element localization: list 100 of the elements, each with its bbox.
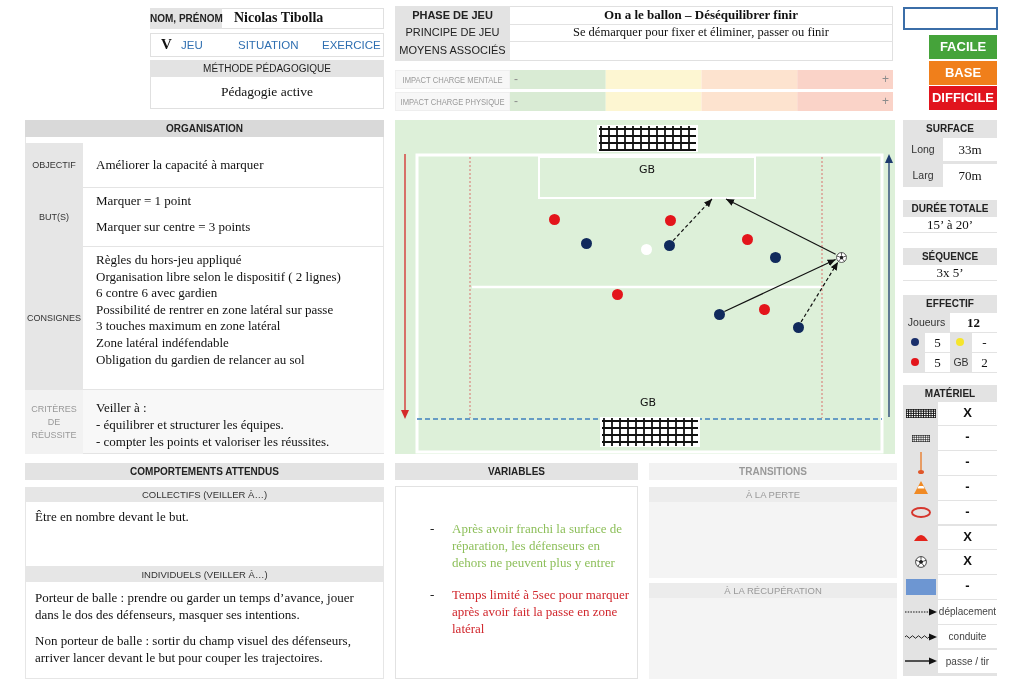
difficulty-label: DIFFICILE bbox=[929, 86, 997, 110]
field-label: MOYENS ASSOCIÉS bbox=[399, 43, 506, 58]
scale-sign: + bbox=[882, 72, 889, 86]
field-value: 3 touches maximum en zone latéral bbox=[96, 318, 281, 335]
field-label: BUT(S) bbox=[25, 188, 83, 247]
legend-label: passe / tir bbox=[938, 649, 997, 674]
table-row bbox=[25, 143, 384, 188]
field-value: Zone latéral indéfendable bbox=[96, 335, 229, 351]
field-value: On a le ballon – Déséquilibrer finir bbox=[604, 7, 798, 23]
ball-icon bbox=[835, 251, 847, 263]
table-row bbox=[25, 188, 384, 247]
player-dot bbox=[758, 303, 770, 315]
list-bullet: - bbox=[430, 520, 435, 537]
field-value: - équilibrer et structurer les équipes. bbox=[96, 417, 284, 433]
paragraph: Temps limité à 5sec pour marquer après avoir fait la passe en zone latéral bbox=[452, 586, 631, 637]
marker-dot bbox=[640, 243, 652, 255]
field-label: PHASE DE JEU bbox=[412, 8, 493, 23]
sub-header: COLLECTIFS (VEILLER À…) bbox=[25, 487, 384, 502]
field-label: CONSIGNES bbox=[25, 247, 83, 390]
field-value: Marquer = 1 point bbox=[96, 193, 192, 209]
field-value: Marquer sur centre = 3 points bbox=[96, 219, 251, 235]
difficulty-label: FACILE bbox=[929, 35, 997, 59]
field-value: Veiller à : bbox=[96, 400, 147, 416]
dashed-arrow bbox=[672, 198, 713, 242]
player-dot bbox=[548, 213, 560, 225]
form-panel bbox=[395, 6, 893, 61]
field-value: 2 bbox=[972, 353, 997, 372]
field-value: Pédagogie active bbox=[221, 84, 313, 100]
info-panel bbox=[903, 200, 997, 233]
field-value: - bbox=[938, 451, 997, 475]
form-row bbox=[395, 92, 893, 111]
legend-label: déplacement bbox=[938, 599, 997, 624]
text-section bbox=[25, 487, 384, 567]
info-panel bbox=[903, 248, 997, 281]
goal-area bbox=[538, 156, 756, 199]
player-dot bbox=[741, 233, 753, 245]
player-dot bbox=[792, 321, 804, 333]
field-value: Nicolas Tibolla bbox=[234, 10, 324, 26]
field-label: IMPACT CHARGE PHYSIQUE bbox=[395, 92, 511, 111]
player-dot bbox=[664, 214, 676, 226]
field-value: X bbox=[938, 550, 997, 575]
scale-sign: - bbox=[514, 94, 518, 108]
field-label: Larg bbox=[912, 168, 934, 183]
behaviour-panel bbox=[25, 463, 384, 679]
sub-header: À LA RÉCUPÉRATION bbox=[649, 583, 897, 598]
field-value: 6 contre 6 avec gardien bbox=[96, 285, 218, 302]
difficulty-label: BASE bbox=[929, 61, 997, 85]
scale-sign: + bbox=[882, 94, 889, 108]
arrow bbox=[725, 198, 837, 255]
section-header: COMPORTEMENTS ATTENDUS bbox=[25, 463, 384, 480]
organisation-panel bbox=[25, 120, 384, 454]
selection-mark: V bbox=[161, 36, 172, 52]
section-header: ORGANISATION bbox=[25, 120, 384, 137]
table-row bbox=[25, 247, 384, 390]
dashed-arrow bbox=[800, 261, 839, 323]
field-value: Améliorer la capacité à marquer bbox=[96, 157, 264, 173]
field-label: OBJECTIF bbox=[25, 143, 83, 188]
field-value: Obligation du gardien de relancer au sol bbox=[96, 351, 305, 368]
option-label: JEU bbox=[181, 38, 203, 52]
field-value: X bbox=[938, 525, 997, 550]
info-panel bbox=[903, 385, 997, 676]
field-value: 3x 5’ bbox=[903, 265, 997, 280]
scale-sign: - bbox=[514, 72, 518, 86]
paragraph: Après avoir franchi la surface de réparation, les défenseurs en dehors ne peuvent plus y entrer bbox=[452, 520, 623, 571]
field-value: 15’ à 20’ bbox=[903, 217, 997, 232]
field-value: 5 bbox=[925, 333, 950, 352]
field-value: 70m bbox=[943, 164, 997, 187]
input-field bbox=[903, 7, 998, 30]
field-value: Se démarquer pour fixer et éliminer, passer ou finir bbox=[573, 24, 829, 40]
field-value: - bbox=[938, 475, 997, 500]
list-bullet: - bbox=[430, 586, 435, 603]
legend-label: conduite bbox=[938, 624, 997, 649]
field-value: 33m bbox=[943, 138, 997, 161]
field-value: - bbox=[972, 333, 997, 352]
text-section bbox=[25, 567, 384, 679]
field-value: 5 bbox=[925, 353, 950, 372]
field-label: GB bbox=[953, 355, 969, 370]
player-dot bbox=[663, 239, 675, 251]
form-row bbox=[150, 8, 384, 29]
field-value: 12 bbox=[950, 313, 997, 332]
field-label: NOM, PRÉNOM bbox=[150, 8, 222, 29]
paragraph: Être en nombre devant le but. bbox=[35, 508, 189, 525]
field-value: - bbox=[938, 426, 997, 451]
player-dot bbox=[713, 308, 725, 320]
player-dot bbox=[769, 251, 781, 263]
field-value: Organisation libre selon le dispositif ( 2 lignes) bbox=[96, 268, 341, 285]
field-label: IMPACT CHARGE MENTALE bbox=[395, 70, 511, 89]
info-panel bbox=[903, 295, 997, 373]
table-row bbox=[25, 390, 384, 454]
player-dot bbox=[611, 288, 623, 300]
field-value: - bbox=[938, 575, 997, 599]
field-value: X bbox=[938, 401, 997, 426]
field-value: Possibilité de rentrer en zone latéral sur passe bbox=[96, 301, 334, 318]
field-label: Long bbox=[911, 142, 935, 157]
field-label: CRITÈRES DE RÉUSSITE bbox=[25, 390, 83, 454]
area-label: GB bbox=[638, 163, 656, 177]
option-label: SITUATION bbox=[238, 38, 299, 52]
paragraph: Porteur de balle : prendre ou garder un temps d’avance, jouer dans le dos des défenseurs, masquer ses intentions. bbox=[35, 589, 355, 623]
sub-header: INDIVIDUELS (VEILLER À…) bbox=[25, 567, 384, 582]
field-value: - bbox=[938, 500, 997, 525]
